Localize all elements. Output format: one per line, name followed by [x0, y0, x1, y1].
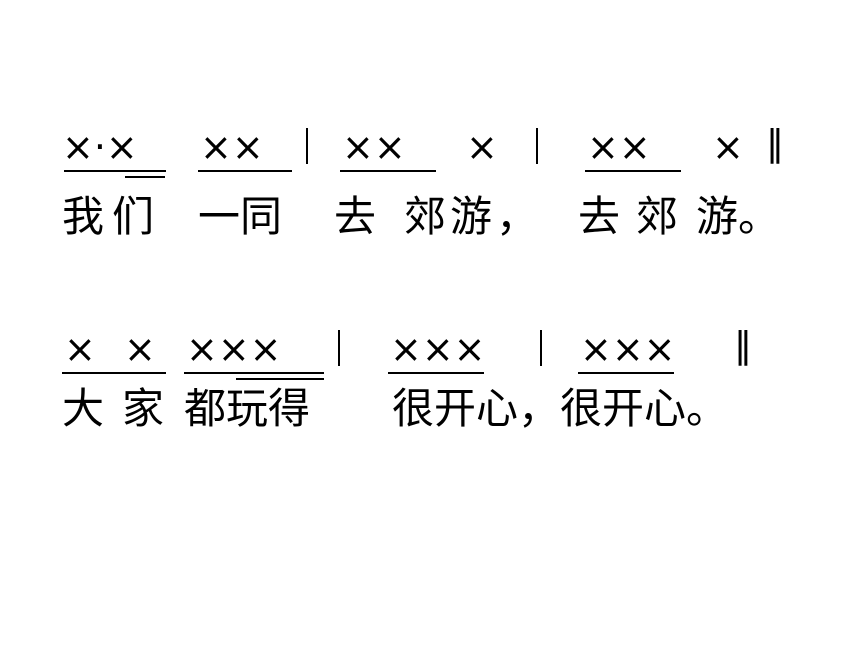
note-group-1-4: ×: [466, 125, 498, 169]
beam-1-1b: [125, 176, 165, 178]
beam-2-3b: [236, 378, 324, 380]
note-group-1-6: ×: [712, 125, 744, 169]
note-group-2-5: ×××: [580, 327, 676, 371]
note-group-2-1: ×: [64, 327, 96, 371]
note-group-2-4: ×××: [390, 327, 486, 371]
barline-2-2: [540, 330, 542, 366]
lyric-1-5: 去: [578, 192, 621, 241]
beam-1-2: [198, 170, 292, 172]
beam-2-5: [578, 372, 674, 374]
note-group-1-2: ××: [200, 125, 264, 169]
lyric-2-3: 都玩得: [184, 384, 311, 433]
final-barline-2: ‖: [734, 325, 752, 366]
note-group-2-2: ×: [124, 327, 156, 371]
lyric-1-1: 我们: [62, 192, 163, 241]
note-group-1-1: ×·×: [62, 125, 138, 169]
beam-2-4: [388, 372, 484, 374]
final-barline-1: ‖: [766, 123, 784, 164]
lyric-2-4: 很开心，很开心。: [392, 384, 729, 433]
barline-1-1: [306, 128, 308, 164]
barline-1-2: [536, 128, 538, 164]
beam-1-1: [64, 170, 166, 172]
barline-2-1: [338, 330, 340, 366]
lyric-1-7: 游。: [696, 192, 781, 241]
beam-1-3: [340, 170, 436, 172]
note-group-2-3: ×××: [186, 327, 282, 371]
lyric-1-6: 郊: [636, 192, 679, 241]
note-group-1-5: ××: [587, 125, 651, 169]
beam-2-1: [62, 372, 166, 374]
lyric-2-2: 家: [122, 384, 165, 433]
lyric-1-4: 郊游，: [404, 192, 543, 241]
note-group-1-3: ××: [342, 125, 406, 169]
lyric-2-1: 大: [62, 384, 105, 433]
lyric-1-3: 去: [334, 192, 377, 241]
beam-2-3: [184, 372, 324, 374]
beam-1-5: [585, 170, 681, 172]
lyric-1-2: 一同: [198, 192, 283, 241]
